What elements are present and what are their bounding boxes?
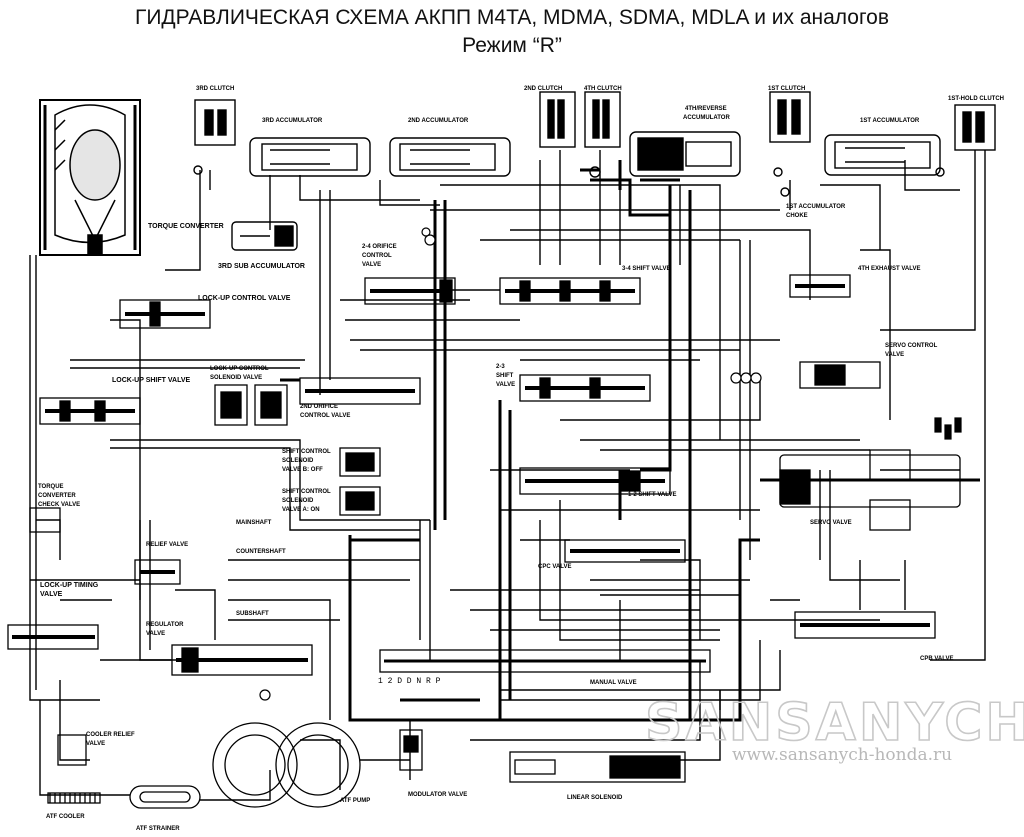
label-1-2-shift-valve: 1-2 SHIFT VALVE bbox=[628, 492, 676, 498]
clutch-3rd-body bbox=[194, 99, 236, 146]
label-2-3-valve: VALVE bbox=[496, 382, 515, 388]
label-2-4-control: CONTROL bbox=[362, 253, 392, 259]
label-scs-a-3: VALVE A: ON bbox=[282, 507, 320, 513]
label-cpc-valve: CPC VALVE bbox=[538, 564, 571, 570]
label-atf-pump: ATF PUMP bbox=[340, 798, 370, 804]
label-servo-control-valve: VALVE bbox=[885, 352, 904, 358]
label-choke: CHOKE bbox=[786, 213, 808, 219]
top-components bbox=[193, 91, 996, 251]
label-4th-reverse: 4TH/REVERSE bbox=[685, 106, 727, 112]
label-linear-solenoid: LINEAR SOLENOID bbox=[567, 795, 623, 801]
label-1st-hold-clutch: 1ST-HOLD CLUTCH bbox=[948, 96, 1004, 102]
label-regulator-valve: VALVE bbox=[146, 631, 165, 637]
label-countershaft: COUNTERSHAFT bbox=[236, 549, 286, 555]
label-lockup-timing: LOCK-UP TIMING bbox=[40, 582, 99, 589]
label-regulator: REGULATOR bbox=[146, 622, 184, 628]
label-lockup-control-valve: LOCK-UP CONTROL VALVE bbox=[198, 295, 291, 302]
label-cooler-relief-valve: VALVE bbox=[86, 741, 105, 747]
label-3rd-sub-accumulator: 3RD SUB ACCUMULATOR bbox=[218, 263, 305, 270]
label-2nd-orifice-control: CONTROL VALVE bbox=[300, 413, 350, 419]
manual-position-scale: 1 2 D D N R P bbox=[378, 677, 441, 686]
label-scs-b-1: SHIFT CONTROL bbox=[282, 449, 331, 455]
label-3rd-accumulator: 3RD ACCUMULATOR bbox=[262, 118, 323, 124]
label-4th-reverse-acc: ACCUMULATOR bbox=[683, 115, 730, 121]
label-lockup-shift-valve: LOCK-UP SHIFT VALVE bbox=[112, 377, 191, 384]
label-tc-check-1: TORQUE bbox=[38, 484, 64, 490]
label-tc-check-3: CHECK VALVE bbox=[38, 502, 80, 508]
label-relief-valve: RELIEF VALVE bbox=[146, 542, 188, 548]
label-2-4-orifice: 2-4 ORIFICE bbox=[362, 244, 397, 250]
label-cooler-relief: COOLER RELIEF bbox=[86, 732, 135, 738]
label-3rd-clutch: 3RD CLUTCH bbox=[196, 86, 234, 92]
label-atf-strainer: ATF STRAINER bbox=[136, 826, 180, 832]
label-servo-control: SERVO CONTROL bbox=[885, 343, 938, 349]
label-1st-clutch: 1ST CLUTCH bbox=[768, 86, 805, 92]
watermark-url: www.sansanych-honda.ru bbox=[732, 745, 952, 765]
label-2nd-accumulator: 2ND ACCUMULATOR bbox=[408, 118, 469, 124]
diagram-title: ГИДРАВЛИЧЕСКАЯ СХЕМА АКПП M4TA, MDMA, SD… bbox=[134, 6, 890, 29]
component-labels: 3RD CLUTCH 3RD ACCUMULATOR 2ND ACCUMULAT… bbox=[38, 86, 1004, 832]
torque-converter bbox=[39, 99, 141, 256]
label-lockup-solenoid: LOCK-UP CONTROL bbox=[210, 366, 269, 372]
label-scs-a-1: SHIFT CONTROL bbox=[282, 489, 331, 495]
label-4th-exhaust-valve: 4TH EXHAUST VALVE bbox=[858, 266, 920, 272]
label-1st-accumulator: 1ST ACCUMULATOR bbox=[860, 118, 920, 124]
pressurized-lines bbox=[280, 160, 980, 722]
label-mainshaft: MAINSHAFT bbox=[236, 520, 272, 526]
label-1st-acc-choke: 1ST ACCUMULATOR bbox=[786, 204, 846, 210]
label-scs-b-2: SOLENOID bbox=[282, 458, 314, 464]
diagram-subtitle: Режим “R” bbox=[462, 34, 562, 57]
label-2-4-valve: VALVE bbox=[362, 262, 381, 268]
label-4th-clutch: 4TH CLUTCH bbox=[584, 86, 622, 92]
label-servo-valve: SERVO VALVE bbox=[810, 520, 852, 526]
label-2-3: 2-3 bbox=[496, 364, 505, 370]
label-torque-converter: TORQUE CONVERTER bbox=[148, 223, 224, 230]
label-scs-b-3: VALVE B: OFF bbox=[282, 467, 323, 473]
watermark-logo: SANSANYCH bbox=[645, 693, 1024, 753]
label-cpb-valve: CPB VALVE bbox=[920, 656, 953, 662]
label-2-3-shift: SHIFT bbox=[496, 373, 514, 379]
label-scs-a-2: SOLENOID bbox=[282, 498, 314, 504]
label-atf-cooler: ATF COOLER bbox=[46, 814, 85, 820]
label-lockup-solenoid-valve: SOLENOID VALVE bbox=[210, 375, 262, 381]
valves bbox=[7, 274, 961, 809]
label-modulator-valve: MODULATOR VALVE bbox=[408, 792, 467, 798]
label-3-4-shift-valve: 3-4 SHIFT VALVE bbox=[622, 266, 670, 272]
label-tc-check-2: CONVERTER bbox=[38, 493, 76, 499]
label-lockup-timing-valve: VALVE bbox=[40, 591, 63, 598]
label-subshaft: SUBSHAFT bbox=[236, 611, 269, 617]
label-manual-valve: MANUAL VALVE bbox=[590, 680, 637, 686]
small-parts bbox=[259, 227, 962, 701]
label-2nd-clutch: 2ND CLUTCH bbox=[524, 86, 562, 92]
label-2nd-orifice: 2ND ORIFICE bbox=[300, 404, 338, 410]
